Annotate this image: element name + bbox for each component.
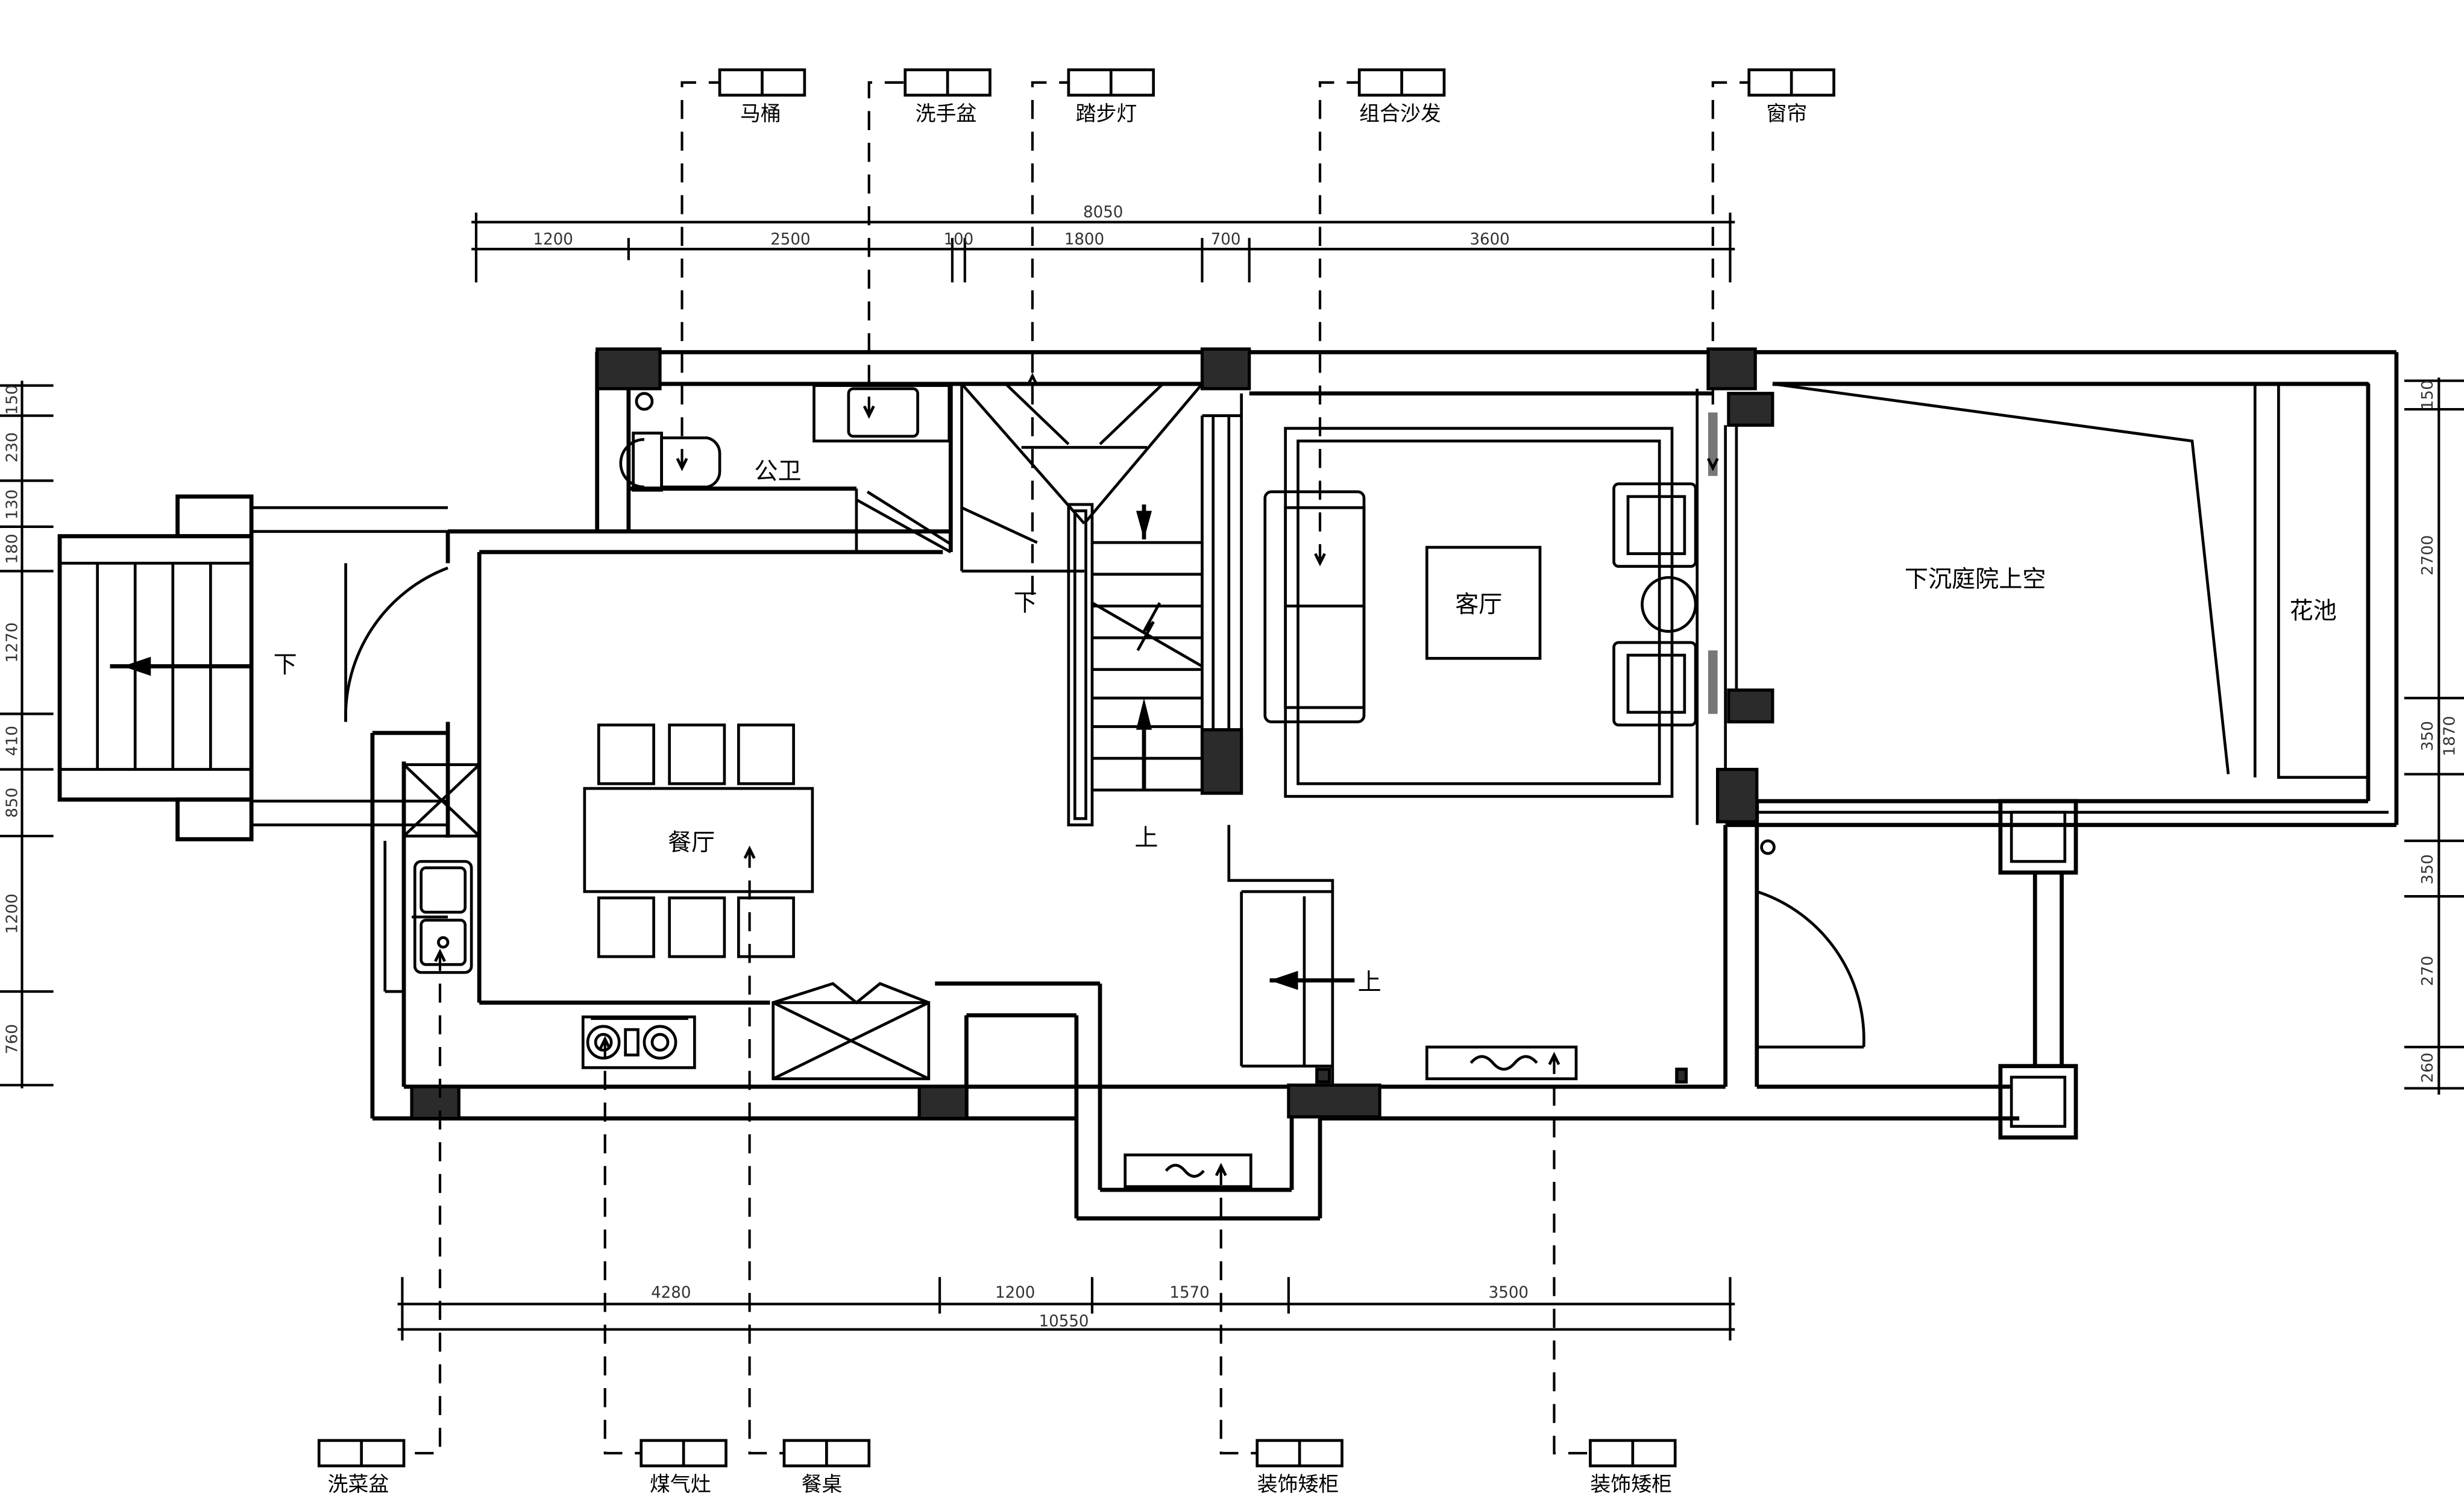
stair-up-label-entry: 上: [1358, 969, 1381, 996]
callout-leaders-top: [680, 81, 1749, 596]
armchair-icon: [1612, 482, 1697, 727]
sofa-icon: [1263, 490, 1366, 723]
room-living-room: 客厅: [1455, 591, 1502, 618]
dim-right: 350: [2419, 721, 2437, 751]
kitchen: [383, 763, 481, 993]
structural-columns: [410, 347, 1774, 1120]
toilet-icon: [619, 432, 721, 492]
callout-washbasin: 洗手盆: [916, 102, 977, 126]
room-public-wc: 公卫: [754, 458, 801, 485]
callout-curtain: 窗帘: [1766, 102, 1807, 126]
room-flower-bed: 花池: [2290, 597, 2337, 624]
gas-stove-icon: [581, 1015, 696, 1069]
dim-right: 2700: [2419, 535, 2437, 576]
side-table-icon: [1641, 576, 1697, 633]
curtain-icon: [1696, 388, 1738, 825]
dim-right: 260: [2419, 1052, 2437, 1083]
dim-top-seg: 700: [1211, 230, 1241, 248]
dim-bottom-seg: 1200: [995, 1284, 1035, 1302]
stair-down-label: 下: [1014, 589, 1037, 617]
entry-door: [344, 563, 448, 722]
callout-vegetable-sink: 洗菜盆: [328, 1472, 389, 1496]
callout-leaders-bottom: [405, 849, 1591, 1455]
decorative-cabinet-icon: [1124, 1045, 1578, 1189]
dining-table-icon: [583, 723, 814, 958]
dim-right: 270: [2419, 956, 2437, 986]
kitchen-sink-icon: [412, 860, 473, 974]
dim-left: 760: [4, 1024, 22, 1054]
dim-bottom-seg: 1570: [1169, 1284, 1209, 1302]
public-wc: [628, 383, 953, 554]
dim-left: 410: [4, 726, 22, 756]
dim-top-total: 8050: [1083, 203, 1123, 221]
callout-tags-bottom: [317, 1439, 1677, 1468]
entry-stair: [57, 494, 448, 841]
dim-left: 230: [4, 432, 22, 462]
callout-tags-top: [718, 68, 1835, 97]
dim-bottom-seg: 3500: [1489, 1284, 1529, 1302]
dim-bottom-total: 10550: [1039, 1312, 1089, 1330]
callout-arrows: [434, 372, 1719, 1177]
dim-right: 350: [2419, 854, 2437, 884]
stair-up-label: 上: [1134, 825, 1158, 852]
dim-top-seg: 1200: [533, 230, 573, 248]
main-staircase: [960, 383, 1243, 827]
callout-step-light: 踏步灯: [1076, 102, 1137, 126]
dimension-line-top: [471, 212, 1735, 283]
dim-left: 1270: [4, 622, 22, 662]
exterior-walls: [370, 350, 2399, 1221]
room-dining-room: 餐厅: [668, 829, 715, 856]
dimension-line-right: [2404, 377, 2464, 1095]
kitchen-cabinet: [772, 982, 931, 1081]
dim-top-seg: 2500: [770, 230, 810, 248]
callout-decorative-cabinet: 装饰矮柜: [1590, 1472, 1672, 1496]
dim-left: 1200: [4, 894, 22, 934]
callout-toilet: 马桶: [740, 102, 781, 126]
room-sunken-courtyard: 下沉庭院上空: [1905, 566, 2046, 593]
callout-decorative-cabinet: 装饰矮柜: [1257, 1472, 1339, 1496]
terrace-door: [1755, 839, 1865, 1049]
dim-left: 150: [4, 385, 22, 415]
sunken-courtyard: [1772, 382, 2370, 779]
stair-down-label-left: 下: [274, 652, 297, 679]
dim-top-seg: 100: [943, 230, 973, 248]
callout-sofa: 组合沙发: [1359, 102, 1441, 126]
dim-left: 130: [4, 489, 22, 520]
dimension-line-bottom: [397, 1277, 1735, 1341]
dim-right: 150: [2419, 380, 2437, 410]
dim-top-seg: 1800: [1064, 230, 1104, 248]
dim-left: 850: [4, 788, 22, 818]
dim-top-seg: 3600: [1469, 230, 1509, 248]
dim-bottom-seg: 4280: [651, 1284, 691, 1302]
callout-gas-stove: 煤气灶: [650, 1472, 711, 1496]
dimension-line-left: [0, 380, 54, 1089]
dim-right: 1870: [2440, 716, 2459, 756]
dim-left: 180: [4, 534, 22, 564]
entry-up-stair: [1227, 825, 1688, 1087]
callout-dining-table: 餐桌: [802, 1472, 843, 1496]
